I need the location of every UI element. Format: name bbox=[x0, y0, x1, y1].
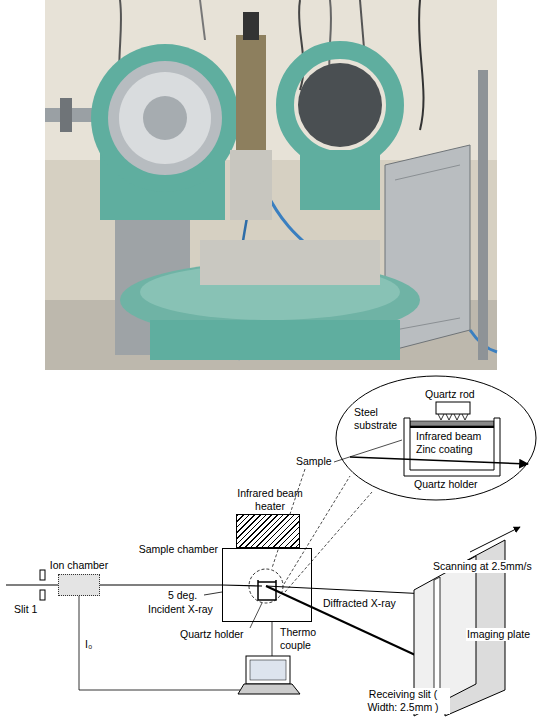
wires bbox=[79, 596, 240, 690]
imaging-plates bbox=[470, 527, 520, 552]
ion-chamber-box: Ion chamber bbox=[58, 574, 100, 596]
part-label: Scanning at 2.5mm/s bbox=[432, 560, 533, 573]
computer-icon bbox=[238, 656, 300, 694]
detail-ellipse bbox=[436, 402, 470, 414]
slit-1 bbox=[40, 590, 45, 600]
detector-panel bbox=[478, 70, 488, 360]
part-label: 5 deg. bbox=[168, 589, 197, 602]
center-tower bbox=[243, 12, 259, 40]
goniometer-base bbox=[200, 240, 380, 285]
detail-ellipse bbox=[410, 426, 494, 428]
goniometer-base bbox=[150, 320, 400, 360]
detail-ellipse bbox=[410, 421, 494, 426]
part-label: Receiving slit ( Width: 2.5mm ) bbox=[356, 688, 450, 714]
detail-ellipse bbox=[404, 418, 500, 476]
incident-beam bbox=[222, 585, 262, 586]
detail-ellipse bbox=[336, 376, 536, 500]
photo-background bbox=[45, 0, 497, 370]
wires bbox=[79, 596, 272, 690]
part-label: I₀ bbox=[85, 638, 92, 651]
node-heading: Infrared beam heater bbox=[229, 487, 311, 513]
leader-lines bbox=[250, 440, 437, 686]
center-tower bbox=[230, 12, 272, 220]
cables bbox=[419, 0, 424, 130]
part-label: Zinc coating bbox=[416, 443, 473, 456]
x-ray-connector bbox=[100, 584, 222, 585]
photo-background bbox=[45, 0, 497, 370]
incident-beam bbox=[204, 592, 222, 595]
part-label: Diffracted X-ray bbox=[322, 597, 397, 610]
incident-beam bbox=[6, 584, 58, 585]
part-label: Sample bbox=[296, 455, 332, 468]
part-label: Slit 1 bbox=[14, 603, 37, 616]
right-ring bbox=[298, 63, 382, 147]
sample-in-chamber bbox=[258, 581, 276, 583]
cables bbox=[200, 0, 205, 40]
node-heading: Sample chamber bbox=[138, 543, 219, 556]
right-ring bbox=[285, 50, 395, 160]
part-label: Imaging plate bbox=[466, 628, 531, 641]
left-housing bbox=[108, 61, 222, 175]
sample-chamber-box: Sample chamber bbox=[222, 548, 312, 622]
part-label: Steel substrate bbox=[354, 406, 402, 432]
part-label: Incident X-ray bbox=[148, 603, 213, 616]
detail-ellipse bbox=[350, 457, 528, 464]
slit-1 bbox=[40, 570, 45, 580]
detector-panel bbox=[395, 165, 460, 180]
node-heading: Ion chamber bbox=[49, 559, 109, 572]
computer-icon bbox=[246, 656, 290, 684]
part-label: Quartz rod bbox=[425, 388, 475, 401]
detector-panel bbox=[395, 318, 460, 330]
part-label: Thermo couple bbox=[280, 626, 320, 652]
center-tower bbox=[236, 35, 266, 150]
left-housing bbox=[119, 72, 211, 164]
slit-1 bbox=[40, 570, 45, 600]
heater-box: Infrared beam heater bbox=[236, 514, 300, 548]
part-label: Infrared beam bbox=[416, 430, 481, 443]
computer-icon bbox=[238, 684, 300, 694]
leader-lines bbox=[334, 440, 402, 462]
goniometer-base bbox=[115, 220, 420, 360]
detail-ellipse bbox=[336, 376, 536, 500]
center-tower bbox=[230, 150, 272, 220]
part-label: Quartz holder bbox=[180, 628, 244, 641]
part-label: Quartz holder bbox=[414, 478, 478, 491]
right-ring bbox=[285, 50, 395, 210]
left-housing bbox=[91, 44, 239, 220]
beam-pipe bbox=[60, 98, 72, 132]
beam-pipe bbox=[45, 98, 95, 132]
right-ring bbox=[300, 150, 380, 210]
detail-ellipse bbox=[438, 414, 468, 420]
left-housing bbox=[143, 96, 187, 140]
computer-icon bbox=[250, 660, 286, 680]
wires bbox=[272, 622, 273, 656]
diffracted-beams bbox=[266, 586, 428, 594]
left-housing bbox=[91, 44, 239, 192]
leader-lines bbox=[250, 603, 262, 628]
